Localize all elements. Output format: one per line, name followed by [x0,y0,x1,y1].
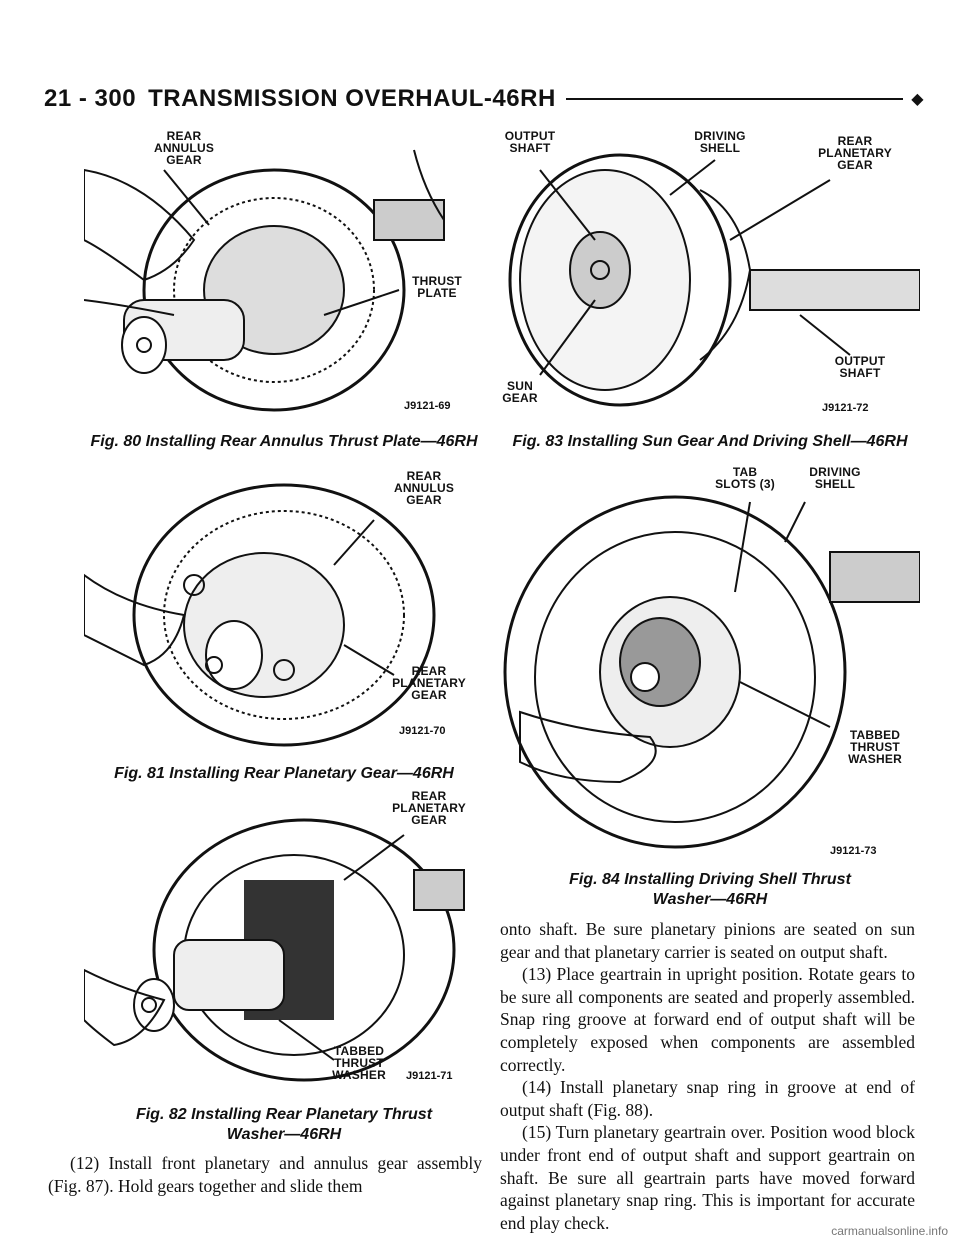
label-driving-shell: DRIVING SHELL [694,129,746,155]
figure-id: J9121-73 [830,845,877,857]
step-12: (12) Install front planetary and annulus… [48,1153,482,1196]
fig81-illustration [84,483,436,747]
label-rear-annulus-gear: REAR ANNULUS GEAR [393,469,455,507]
fig84-caption-line2: Washer—46RH [652,891,768,908]
label-rear-planetary-gear: REAR PLANETARY GEAR [818,134,892,172]
label-thrust-plate: THRUST PLATE [412,274,462,300]
label-tab-slots: TAB SLOTS (3) [715,465,775,491]
header-rule [565,98,904,100]
figure-id: J9121-72 [822,402,869,414]
page-title: TRANSMISSION OVERHAUL-46RH [148,85,556,112]
step-13: (13) Place geartrain in upright position… [500,964,915,1075]
figure-id: J9121-69 [404,400,451,412]
figure-84: TAB SLOTS (3) DRIVING SHELL TABBED THRUS… [500,462,920,862]
label-sun-gear: SUN GEAR [502,379,538,405]
fig84-illustration [503,495,920,849]
section-number: 21 - 300 [44,85,137,112]
figure-80: REAR ANNULUS GEAR THRUST PLATE J9121-69 [84,130,484,420]
label-output-shaft-top: OUTPUT SHAFT [504,129,556,155]
figure-82: REAR PLANETARY GEAR TABBED THRUST WASHER… [84,790,484,1090]
label-driving-shell: DRIVING SHELL [809,465,861,491]
fig82-caption-line2: Washer—46RH [226,1126,342,1143]
fig82-caption-line1: Fig. 82 Installing Rear Planetary Thrust [135,1106,433,1123]
continued-text: onto shaft. Be sure planetary pinions ar… [500,919,915,962]
label-tabbed-thrust-washer: TABBED THRUST WASHER [848,728,902,766]
figure-id: J9121-70 [399,725,446,737]
figure-83: OUTPUT SHAFT DRIVING SHELL REAR PLANETAR… [500,130,920,420]
label-rear-planetary-gear: REAR PLANETARY GEAR [392,664,466,702]
figure-id: J9121-71 [406,1070,453,1082]
fig83-caption: Fig. 83 Installing Sun Gear And Driving … [512,433,908,450]
fig81-caption: Fig. 81 Installing Rear Planetary Gear—4… [114,765,454,782]
left-body-text: (12) Install front planetary and annulus… [48,1152,482,1197]
fig84-caption-line1: Fig. 84 Installing Driving Shell Thrust [569,871,851,888]
label-output-shaft-right: OUTPUT SHAFT [834,354,886,380]
footer-watermark: carmanualsonline.info [831,1224,948,1238]
page-header: 21 - 300 TRANSMISSION OVERHAUL-46RH ◆ [44,84,924,114]
label-tabbed-thrust-washer: TABBED THRUST WASHER [332,1044,386,1082]
diamond-icon: ◆ [911,91,924,108]
figure-81: REAR ANNULUS GEAR REAR PLANETARY GEAR J9… [84,465,484,755]
label-rear-annulus-gear: REAR ANNULUS GEAR [153,129,215,167]
fig80-caption: Fig. 80 Installing Rear Annulus Thrust P… [90,433,478,450]
right-body-text: onto shaft. Be sure planetary pinions ar… [500,918,915,1234]
label-rear-planetary-gear: REAR PLANETARY GEAR [392,789,466,827]
fig83-illustration [508,153,920,407]
step-14: (14) Install planetary snap ring in groo… [500,1077,915,1120]
fig82-illustration [84,818,465,1082]
step-15: (15) Turn planetary geartrain over. Posi… [500,1122,915,1233]
fig80-illustration [84,149,445,412]
